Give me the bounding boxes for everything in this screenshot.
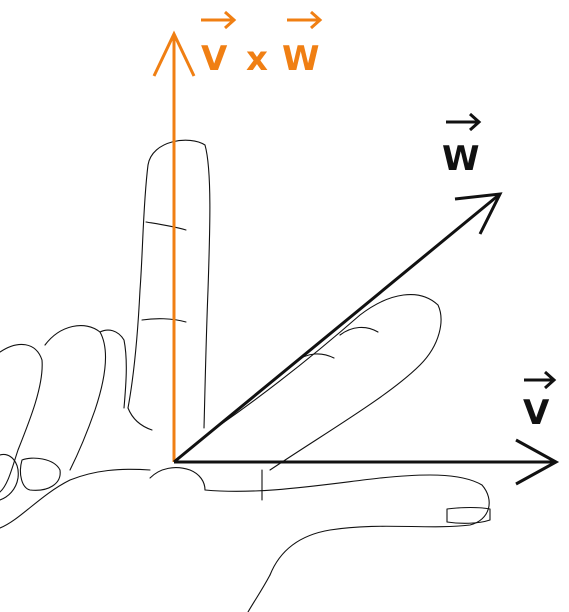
index-finger-base <box>127 407 153 431</box>
v-vector <box>174 438 560 486</box>
folded-finger-3 <box>99 329 127 409</box>
v-label-arrow-icon <box>524 370 557 390</box>
middle-finger-outline <box>219 294 442 471</box>
w-label: W <box>442 112 482 179</box>
w-label-arrow-icon <box>446 112 482 132</box>
wrist-line <box>247 574 271 612</box>
cross-label-v: V <box>201 39 228 79</box>
palm-crease <box>149 467 206 491</box>
index-finger-crease-1 <box>145 221 187 231</box>
folded-fingertip-1 <box>0 453 19 501</box>
index-finger-outline <box>127 139 211 429</box>
v-label: V <box>523 370 557 433</box>
cross-label-w: W <box>282 39 320 79</box>
cross-label-w-arrow-icon <box>287 10 323 30</box>
w-vector <box>173 192 503 464</box>
folded-finger-1 <box>0 343 43 493</box>
v-vector-arrowhead <box>515 438 560 486</box>
folded-finger-2 <box>44 325 106 471</box>
w-vector-arrowhead <box>454 192 503 235</box>
folded-fingertip-2 <box>19 457 61 491</box>
cross-product-label: V x W <box>201 10 323 79</box>
thumb-nail <box>446 506 491 524</box>
v-label-text: V <box>523 393 550 433</box>
index-finger-crease-2 <box>141 318 187 323</box>
cross-product-arrowhead <box>152 30 196 77</box>
w-vector-shaft <box>173 192 501 464</box>
w-label-text: W <box>442 139 480 179</box>
cross-label-v-arrow-icon <box>201 10 237 30</box>
middle-finger-crease-2 <box>339 326 379 336</box>
palm-edge <box>0 468 151 529</box>
cross-product-vector <box>152 30 196 462</box>
thumb-outline <box>204 474 490 576</box>
cross-label-x: x <box>246 39 268 79</box>
right-hand-illustration <box>0 139 491 612</box>
